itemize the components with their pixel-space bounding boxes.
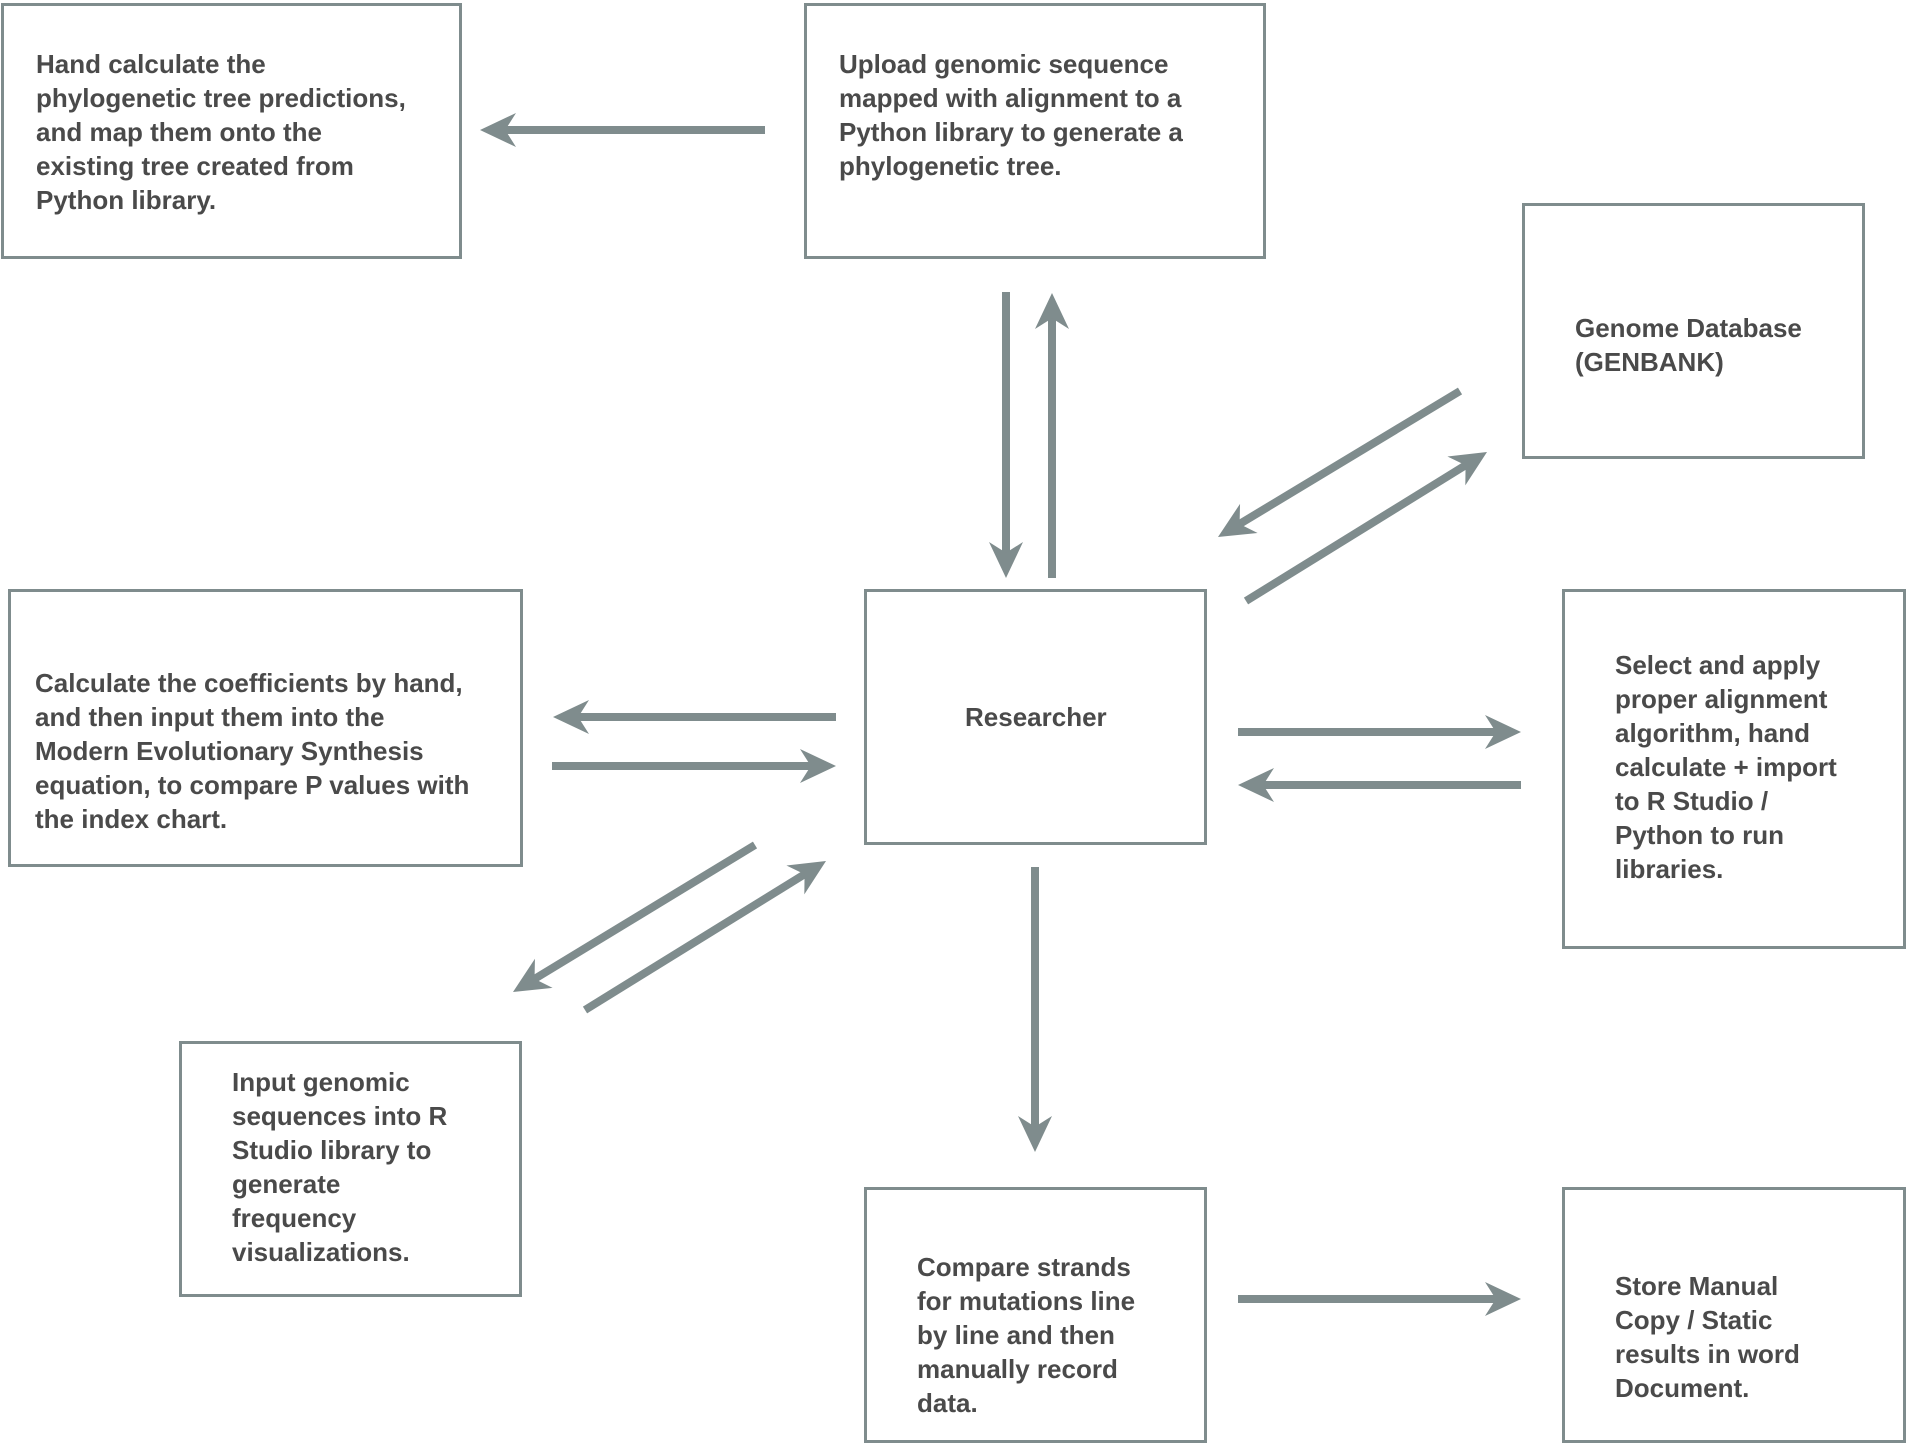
arrow-researcher-to-coefficients: [553, 700, 836, 734]
genome-database-box: Genome Database (GENBANK): [1522, 203, 1865, 459]
arrow-shaft: [528, 841, 758, 986]
arrow-head: [1485, 715, 1521, 749]
r-studio-text: Input genomic sequences into R Studio li…: [232, 1067, 448, 1267]
arrow-head: [1035, 293, 1069, 329]
upload-box: Upload genomic sequence mapped with alig…: [804, 3, 1266, 259]
arrow-researcher-to-genome_db: [1243, 452, 1487, 605]
alignment-text: Select and apply proper alignment algori…: [1615, 650, 1837, 884]
arrow-head: [1447, 452, 1487, 486]
arrow-alignment-to-researcher: [1238, 768, 1521, 802]
coefficients-box: Calculate the coefficients by hand, and …: [8, 589, 523, 867]
arrow-compare-to-store: [1238, 1282, 1521, 1316]
arrow-head: [1485, 1282, 1521, 1316]
arrow-head: [480, 113, 516, 147]
store-text: Store Manual Copy / Static results in wo…: [1615, 1271, 1800, 1403]
arrow-genome_db-to-researcher: [1218, 387, 1463, 537]
arrow-head: [553, 700, 589, 734]
r-studio-box: Input genomic sequences into R Studio li…: [179, 1041, 522, 1297]
arrow-head: [1018, 1116, 1052, 1152]
store-box: Store Manual Copy / Static results in wo…: [1562, 1187, 1906, 1443]
arrow-researcher-to-r_studio: [513, 841, 758, 992]
alignment-box: Select and apply proper alignment algori…: [1562, 589, 1906, 949]
hand-tree-text: Hand calculate the phylogenetic tree pre…: [36, 49, 406, 215]
arrow-upload-to-hand_tree: [480, 113, 765, 147]
arrow-shaft: [1233, 387, 1463, 531]
arrow-shaft: [582, 868, 812, 1014]
genome-database-text: Genome Database (GENBANK): [1575, 313, 1802, 377]
arrow-head: [1218, 503, 1258, 537]
arrow-researcher-to-compare: [1018, 867, 1052, 1152]
coefficients-text: Calculate the coefficients by hand, and …: [35, 668, 470, 834]
arrow-head: [513, 958, 553, 992]
arrow-head: [1238, 768, 1274, 802]
researcher-text: Researcher: [965, 702, 1107, 732]
arrow-r_studio-to-researcher: [582, 861, 826, 1014]
arrow-researcher-to-upload: [1035, 293, 1069, 578]
arrow-head: [786, 861, 826, 895]
researcher-box: Researcher: [864, 589, 1207, 845]
compare-text: Compare strands for mutations line by li…: [917, 1252, 1136, 1418]
arrow-upload-to-researcher: [989, 292, 1023, 578]
upload-text: Upload genomic sequence mapped with alig…: [839, 49, 1183, 181]
compare-box: Compare strands for mutations line by li…: [864, 1187, 1207, 1443]
hand-tree-box: Hand calculate the phylogenetic tree pre…: [1, 3, 462, 259]
arrow-shaft: [1243, 459, 1473, 605]
arrow-head: [800, 749, 836, 783]
arrow-researcher-to-alignment: [1238, 715, 1521, 749]
arrow-coefficients-to-researcher: [552, 749, 836, 783]
arrow-head: [989, 542, 1023, 578]
